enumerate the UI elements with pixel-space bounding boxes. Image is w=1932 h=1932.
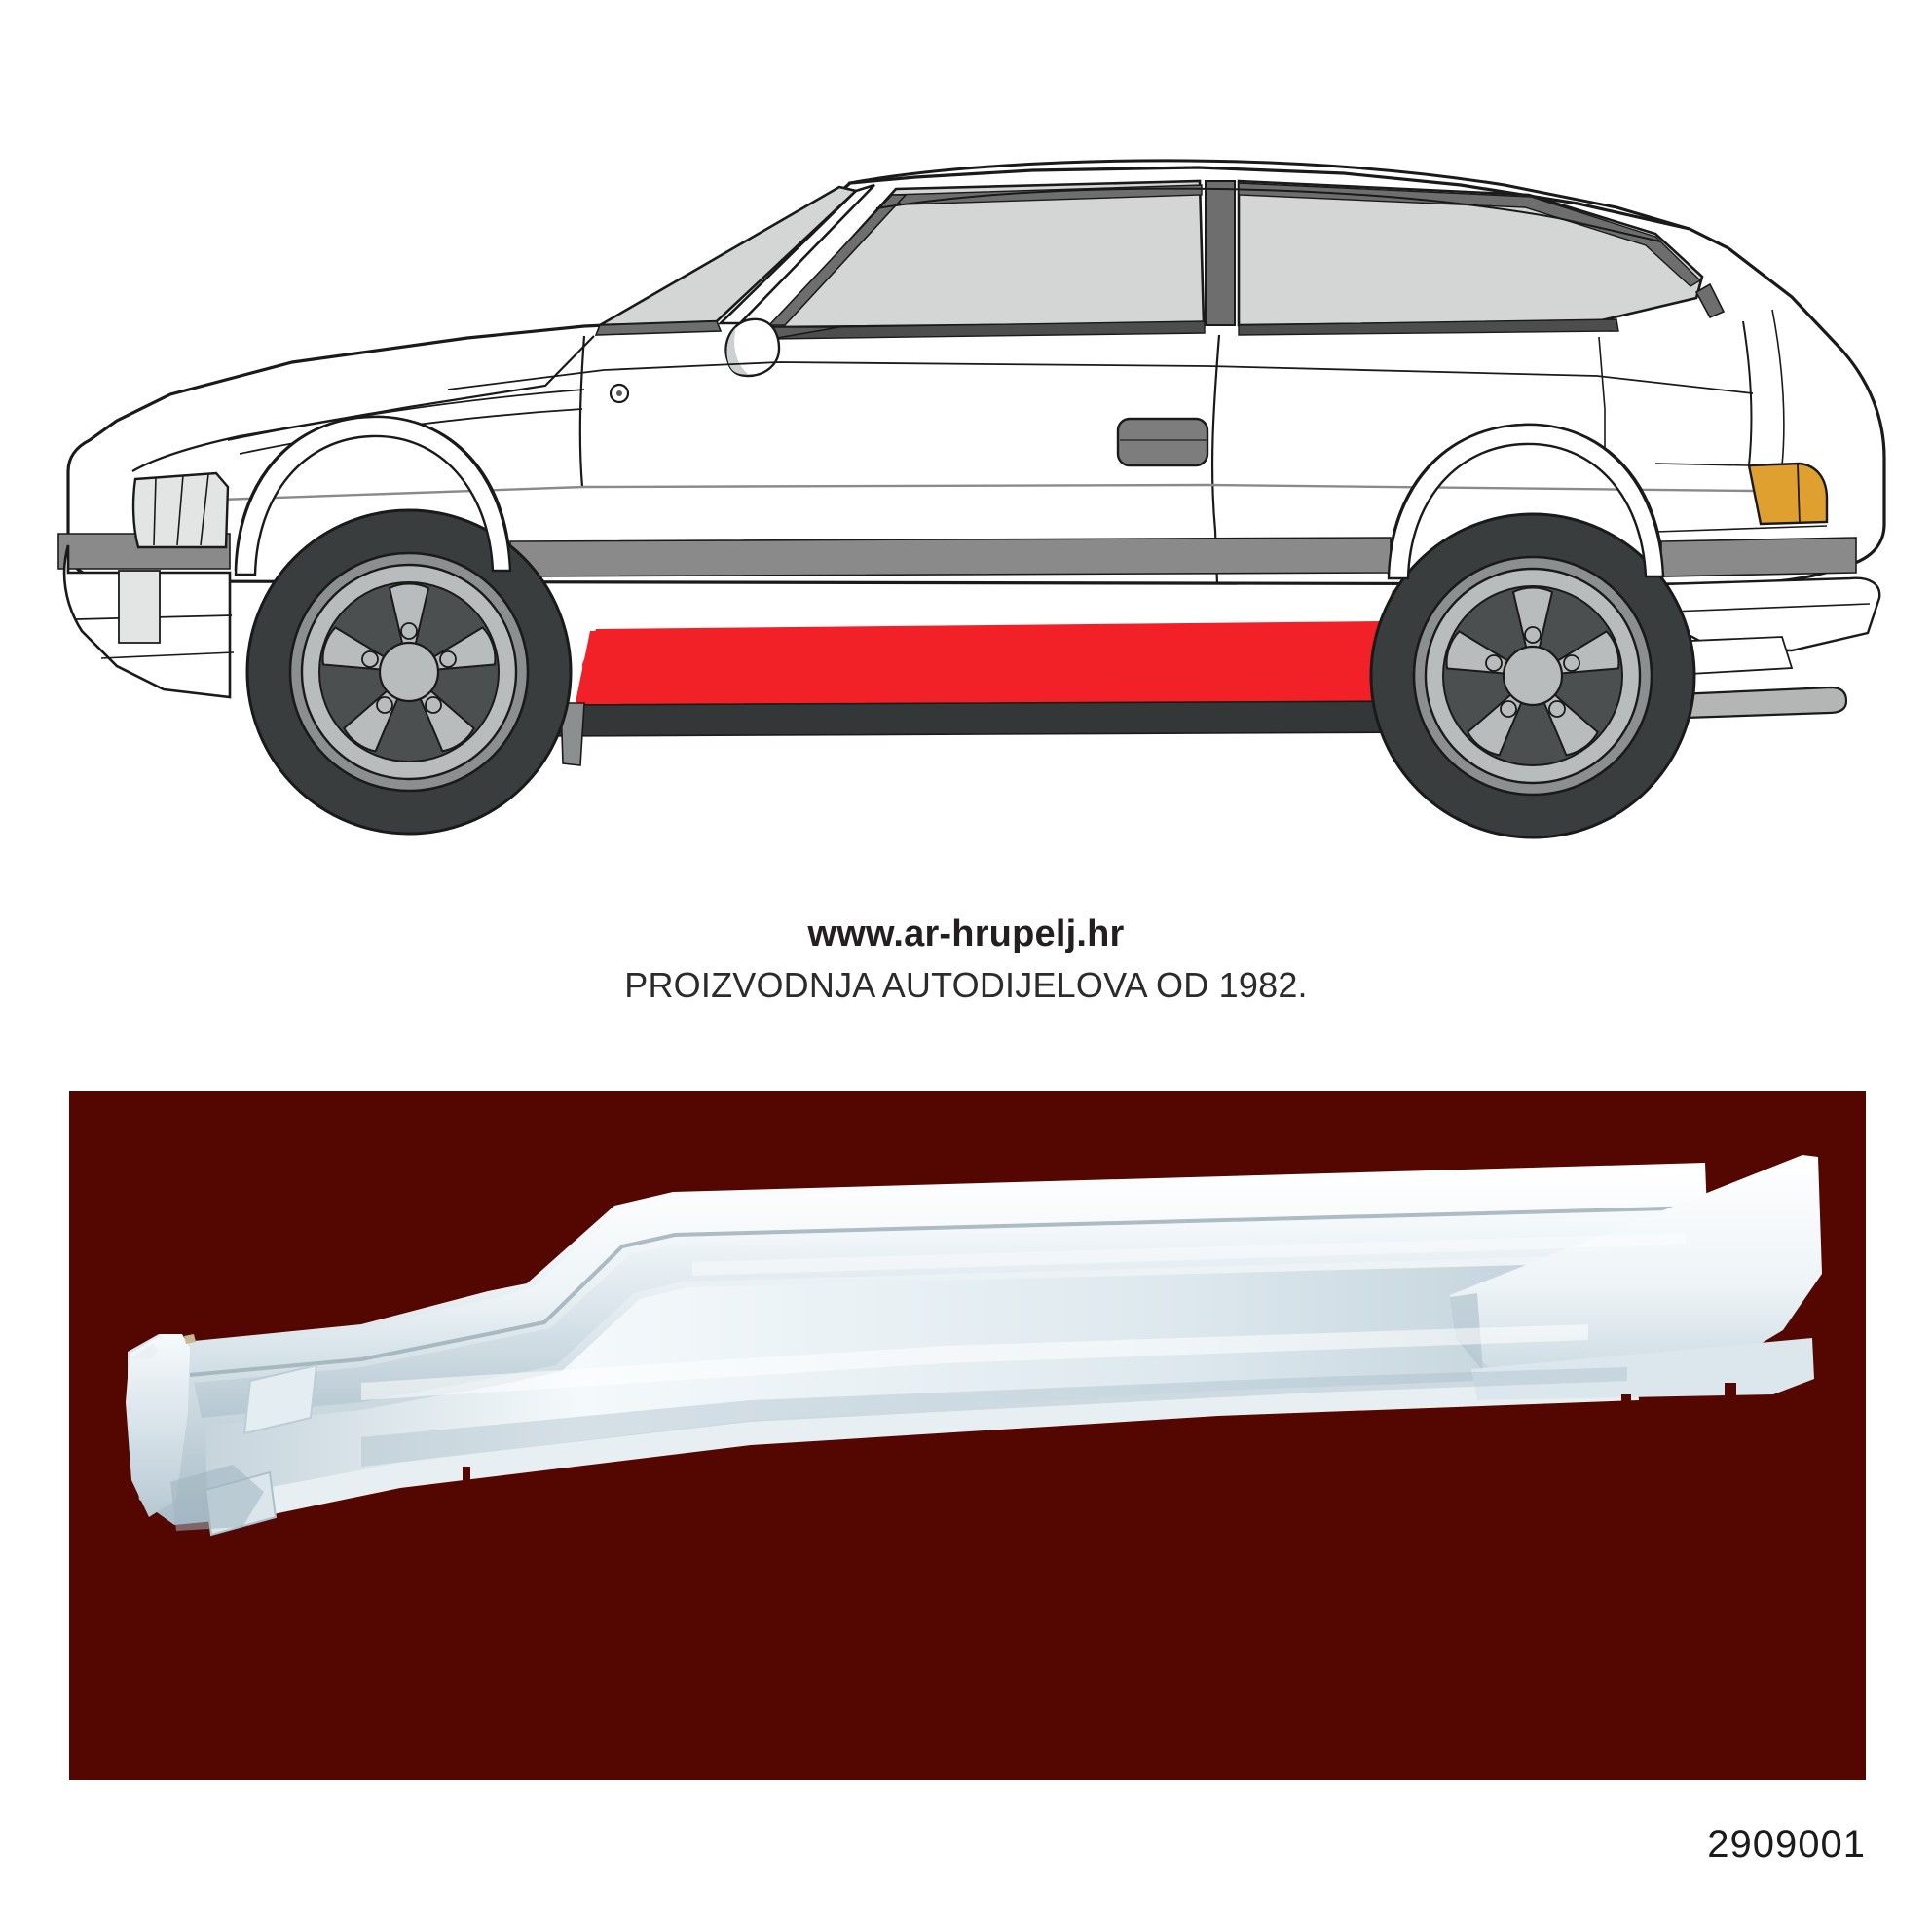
part-photo-svg	[69, 1091, 1866, 1780]
rear-hatch-shut-line	[1742, 320, 1753, 466]
front-bumper-detail-plate	[118, 570, 161, 644]
rear-bumper-line	[1670, 603, 1871, 613]
windshield-lower-trim	[594, 320, 723, 336]
sill-sheen	[361, 1324, 1588, 1400]
rear-panel-line-2	[1654, 525, 1828, 533]
sill-shade-band	[361, 1367, 1627, 1467]
headlight-divider-2	[176, 474, 184, 546]
sill-part	[126, 1155, 1822, 1537]
rear-panel-line-1	[1654, 463, 1750, 466]
part-number: 2909001	[1707, 1823, 1866, 1866]
rear-window-upper-trim	[1238, 182, 1702, 287]
side-mirror	[724, 317, 781, 378]
car-illustration	[0, 0, 1932, 906]
rocker-left-wedge	[560, 702, 585, 766]
sill-front-raised-pad	[242, 1363, 318, 1435]
headlight-divider-1	[153, 476, 157, 546]
rear-arch-lip-overlay	[1387, 423, 1665, 580]
rear-window-lower-trim	[1238, 318, 1619, 336]
sill-notch-3	[463, 1467, 470, 1484]
front-wheel	[245, 508, 573, 836]
sill-front-tab	[184, 1334, 196, 1344]
beltline-crease	[447, 361, 1754, 394]
rear-wheel	[1369, 512, 1696, 839]
front-lug-bolts	[361, 622, 457, 714]
sill-crease-line-top	[189, 1206, 1704, 1377]
body-side-marker-dot	[616, 390, 622, 396]
sill-sheen-2	[692, 1233, 1686, 1276]
sill-rear-flange	[1450, 1155, 1822, 1369]
sill-front-bracket-2	[130, 1344, 159, 1359]
tail-lamp-divider	[1797, 463, 1801, 525]
sill-upper-ridge	[184, 1169, 1703, 1375]
rocker-lower-strip	[544, 700, 1432, 737]
sill-notch-2	[1725, 1383, 1736, 1404]
lower-body-crease	[135, 483, 1754, 504]
car-illustration-svg	[57, 159, 1886, 839]
hood-crease	[227, 389, 585, 441]
c-pillar-trim	[1694, 282, 1726, 319]
door-shut-line	[1210, 334, 1221, 585]
rear-lug-bolts	[1485, 626, 1580, 718]
tagline-text: PROIZVODNJA AUTODIJELOVA OD 1982.	[624, 965, 1308, 1005]
sill-front-shadow-face	[170, 1465, 264, 1531]
roof-drip-rail	[875, 187, 1661, 242]
front-fender-shut-line	[578, 335, 586, 488]
front-bumper-bottom-line	[100, 651, 235, 659]
sill-front-end-panel	[126, 1334, 190, 1517]
website-text: www.ar-hrupelj.hr	[807, 913, 1125, 954]
caption-block: www.ar-hrupelj.hr PROIZVODNJA AUTODIJELO…	[0, 911, 1932, 1009]
sill-highlight-band	[194, 1215, 1705, 1418]
rear-hub-cap	[1502, 645, 1564, 707]
rocker-panel-highlight-main	[584, 584, 1402, 705]
rear-hatch-shut-line-2	[1771, 309, 1785, 466]
rocker-highlight-left-taper	[575, 631, 631, 707]
b-pillar	[1205, 180, 1236, 326]
headlight-divider-3	[200, 473, 209, 546]
part-photo-panel	[69, 1091, 1866, 1780]
side-mirror-shadow	[726, 327, 748, 375]
sill-lower-face	[205, 1260, 1709, 1521]
door-handle	[1116, 417, 1209, 467]
front-hub-cap	[378, 641, 440, 703]
side-moulding-band-mid	[509, 537, 1392, 577]
rear-quarter-shut-line	[1598, 336, 1606, 458]
tail-lamp-amber	[1747, 462, 1829, 526]
exhaust-tailpipe	[1653, 686, 1848, 721]
sill-notch-1	[1621, 1394, 1631, 1418]
side-moulding-band-rear	[1660, 537, 1857, 577]
car-body-group	[57, 159, 1886, 839]
sill-bottom-flange	[215, 1375, 1639, 1523]
front-window-front-trim	[767, 194, 908, 326]
front-arch-lip-overlay	[234, 415, 512, 576]
